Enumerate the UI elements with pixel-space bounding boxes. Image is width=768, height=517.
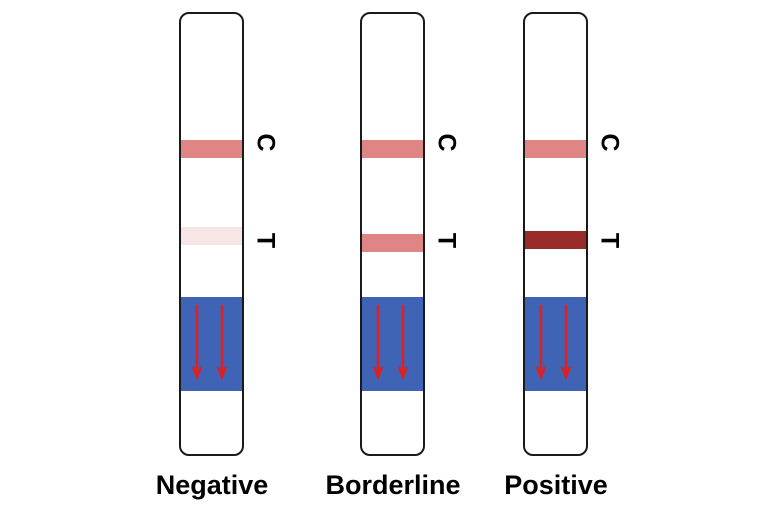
control-band <box>181 140 242 158</box>
test-band <box>362 234 423 252</box>
arrow-down-icon <box>536 305 546 381</box>
sample-pad <box>362 297 423 391</box>
sample-pad <box>181 297 242 391</box>
arrow-down-icon <box>373 305 383 381</box>
control-line-label: C <box>251 133 280 152</box>
control-line-label: C <box>595 133 624 152</box>
test-strip <box>179 12 244 456</box>
strip-group-borderline: C T Borderline <box>293 0 493 517</box>
result-label-borderline: Borderline <box>325 470 461 500</box>
test-strip <box>523 12 588 456</box>
arrow-down-icon <box>217 305 227 381</box>
result-label-negative: Negative <box>155 470 269 500</box>
strip-group-positive: C T Positive <box>456 0 656 517</box>
arrow-down-icon <box>561 305 571 381</box>
test-band <box>525 231 586 249</box>
test-line-label: T <box>595 232 624 249</box>
test-strip <box>360 12 425 456</box>
sample-pad <box>525 297 586 391</box>
control-band <box>525 140 586 158</box>
strip-group-negative: C T Negative <box>112 0 312 517</box>
arrow-down-icon <box>398 305 408 381</box>
arrow-down-icon <box>192 305 202 381</box>
control-line-label: C <box>432 133 461 152</box>
control-band <box>362 140 423 158</box>
test-line-label: T <box>251 232 280 249</box>
result-label-positive: Positive <box>504 470 608 500</box>
test-band <box>181 227 242 245</box>
test-line-label: T <box>432 232 461 249</box>
